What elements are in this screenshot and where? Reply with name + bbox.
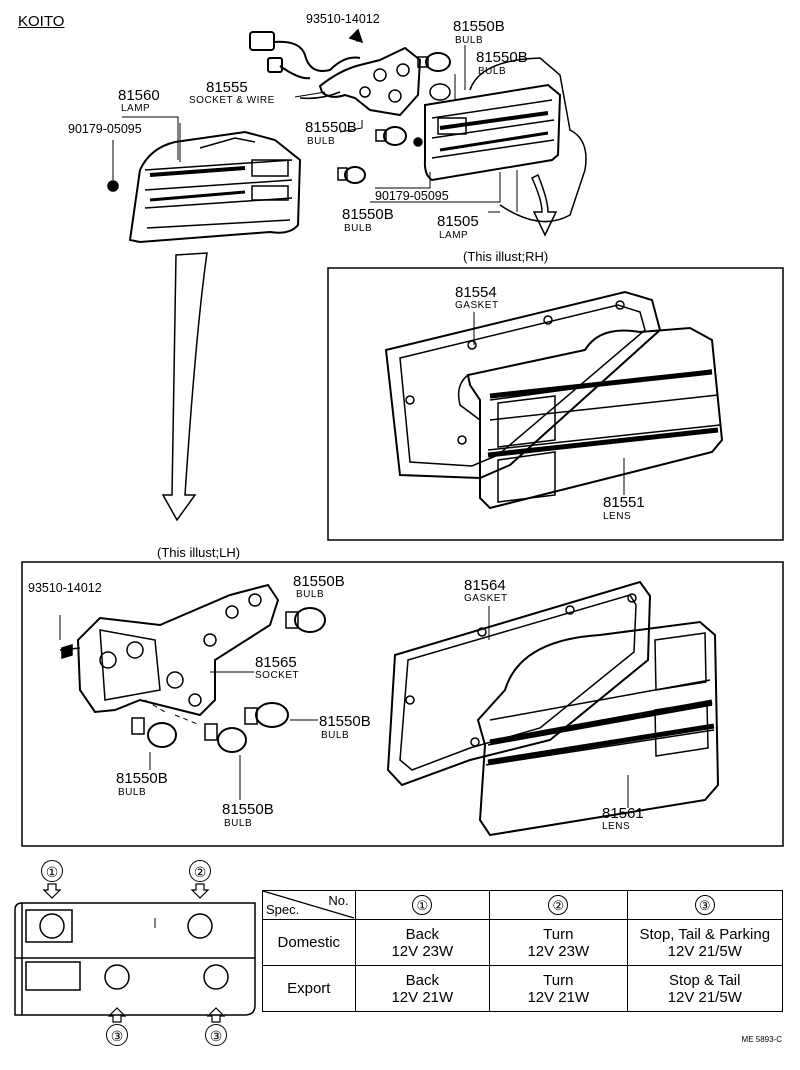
callout-90179-right: 90179-05095: [375, 189, 449, 203]
position-mark-1: ①: [41, 860, 63, 882]
lens-81561-drawing: [476, 620, 720, 837]
callout-90179-left: 90179-05095: [68, 122, 142, 136]
sublabel-bulb-7: BULB: [118, 787, 147, 798]
header-spec: Spec.: [266, 902, 300, 917]
callout-81565: 81565: [255, 654, 297, 671]
column-mark-1: ①: [412, 895, 433, 915]
cell-function: Stop, Tail & Parking: [639, 925, 771, 943]
column-mark-3: ③: [694, 895, 715, 915]
position-mark-2: ②: [189, 860, 211, 882]
sublabel-gasket-2: GASKET: [464, 593, 508, 604]
callout-93510-lh: 93510-14012: [28, 581, 102, 595]
lamp-81560-drawing: [107, 130, 302, 244]
rh-detail-frame: [327, 267, 784, 541]
lh-detail-frame: [21, 561, 784, 847]
callout-81560: 81560: [118, 87, 160, 104]
caption-lh: (This illust;LH): [157, 545, 241, 560]
table-header-corner: No. Spec.: [262, 890, 356, 920]
cell-rating: 12V 21W: [391, 988, 454, 1006]
arrow-to-rh-detail: [531, 173, 558, 237]
sublabel-socket-wire: SOCKET & WIRE: [189, 95, 275, 106]
callout-93510-top: 93510-14012: [306, 12, 380, 26]
table-header-row: No. Spec. ① ② ③: [262, 890, 784, 920]
callout-81550b-8: 81550B: [222, 801, 274, 818]
sublabel-bulb-5: BULB: [296, 589, 325, 600]
callout-81551: 81551: [603, 494, 645, 511]
cell-function: Back: [405, 925, 439, 943]
gasket-81564-drawing: [386, 580, 652, 787]
cell-rating: 12V 23W: [391, 942, 454, 960]
callout-81550b-5: 81550B: [293, 573, 345, 590]
column-header-1: ①: [354, 890, 491, 920]
drawing-code: ME 5893-C: [741, 1035, 782, 1044]
sublabel-bulb-3: BULB: [307, 136, 336, 147]
sublabel-bulb-6: BULB: [321, 730, 350, 741]
sublabel-lens-1: LENS: [603, 511, 632, 522]
sublabel-gasket-1: GASKET: [455, 300, 499, 311]
gasket-81554-drawing: [384, 290, 662, 480]
position-mark-3b: ③: [205, 1024, 227, 1046]
callout-81555: 81555: [206, 79, 248, 96]
leaders-right-top: [339, 30, 518, 213]
cell-rating: 12V 21W: [527, 988, 590, 1006]
cell-function: Stop & Tail: [669, 971, 741, 989]
sublabel-lens-2: LENS: [602, 821, 631, 832]
bulbs-lh: [131, 607, 326, 753]
arrow-to-lh-detail: [161, 252, 208, 522]
column-header-3: ③: [626, 890, 784, 920]
callout-81554: 81554: [455, 284, 497, 301]
socket-81565-drawing: [59, 583, 280, 717]
callout-81505: 81505: [437, 213, 479, 230]
sublabel-lamp-2: LAMP: [439, 230, 469, 241]
row-spec-export: Export: [262, 965, 356, 1012]
cell-rating: 12V 23W: [527, 942, 590, 960]
callout-81550b-3: 81550B: [305, 119, 357, 136]
cell-function: Turn: [543, 925, 574, 943]
position-mark-3a: ③: [106, 1024, 128, 1046]
cell-function: Back: [405, 971, 439, 989]
sublabel-bulb-8: BULB: [224, 818, 253, 829]
sublabel-socket: SOCKET: [255, 670, 300, 681]
callout-81550b-6: 81550B: [319, 713, 371, 730]
lens-81551-drawing: [457, 326, 724, 510]
callout-81561: 81561: [602, 805, 644, 822]
sublabel-bulb-4: BULB: [344, 223, 373, 234]
lamp-position-diagram: [14, 883, 256, 1023]
callout-81550b-2: 81550B: [476, 49, 528, 66]
column-mark-2: ②: [548, 895, 569, 915]
column-header-2: ②: [489, 890, 628, 920]
cell-rating: 12V 21/5W: [667, 988, 742, 1006]
sublabel-bulb-1: BULB: [455, 35, 484, 46]
callout-81550b-4: 81550B: [342, 206, 394, 223]
callout-81564: 81564: [464, 577, 506, 594]
leaders-lh: [59, 615, 318, 800]
cell-rating: 12V 21/5W: [667, 942, 742, 960]
caption-rh: (This illust;RH): [463, 249, 549, 264]
callout-81550b-1: 81550B: [453, 18, 505, 35]
sublabel-bulb-2: BULB: [478, 66, 507, 77]
sublabel-lamp-1: LAMP: [121, 103, 151, 114]
brand-label: KOITO: [18, 13, 65, 30]
bulbs-top: [337, 52, 451, 184]
leaders-left-top: [112, 116, 181, 180]
row-spec-domestic: Domestic: [262, 919, 356, 966]
header-no: No.: [328, 893, 349, 908]
cell-function: Turn: [543, 971, 574, 989]
lamp-81505-drawing: [423, 57, 587, 223]
callout-81550b-7: 81550B: [116, 770, 168, 787]
socket-wire-81555-drawing: [249, 28, 422, 117]
